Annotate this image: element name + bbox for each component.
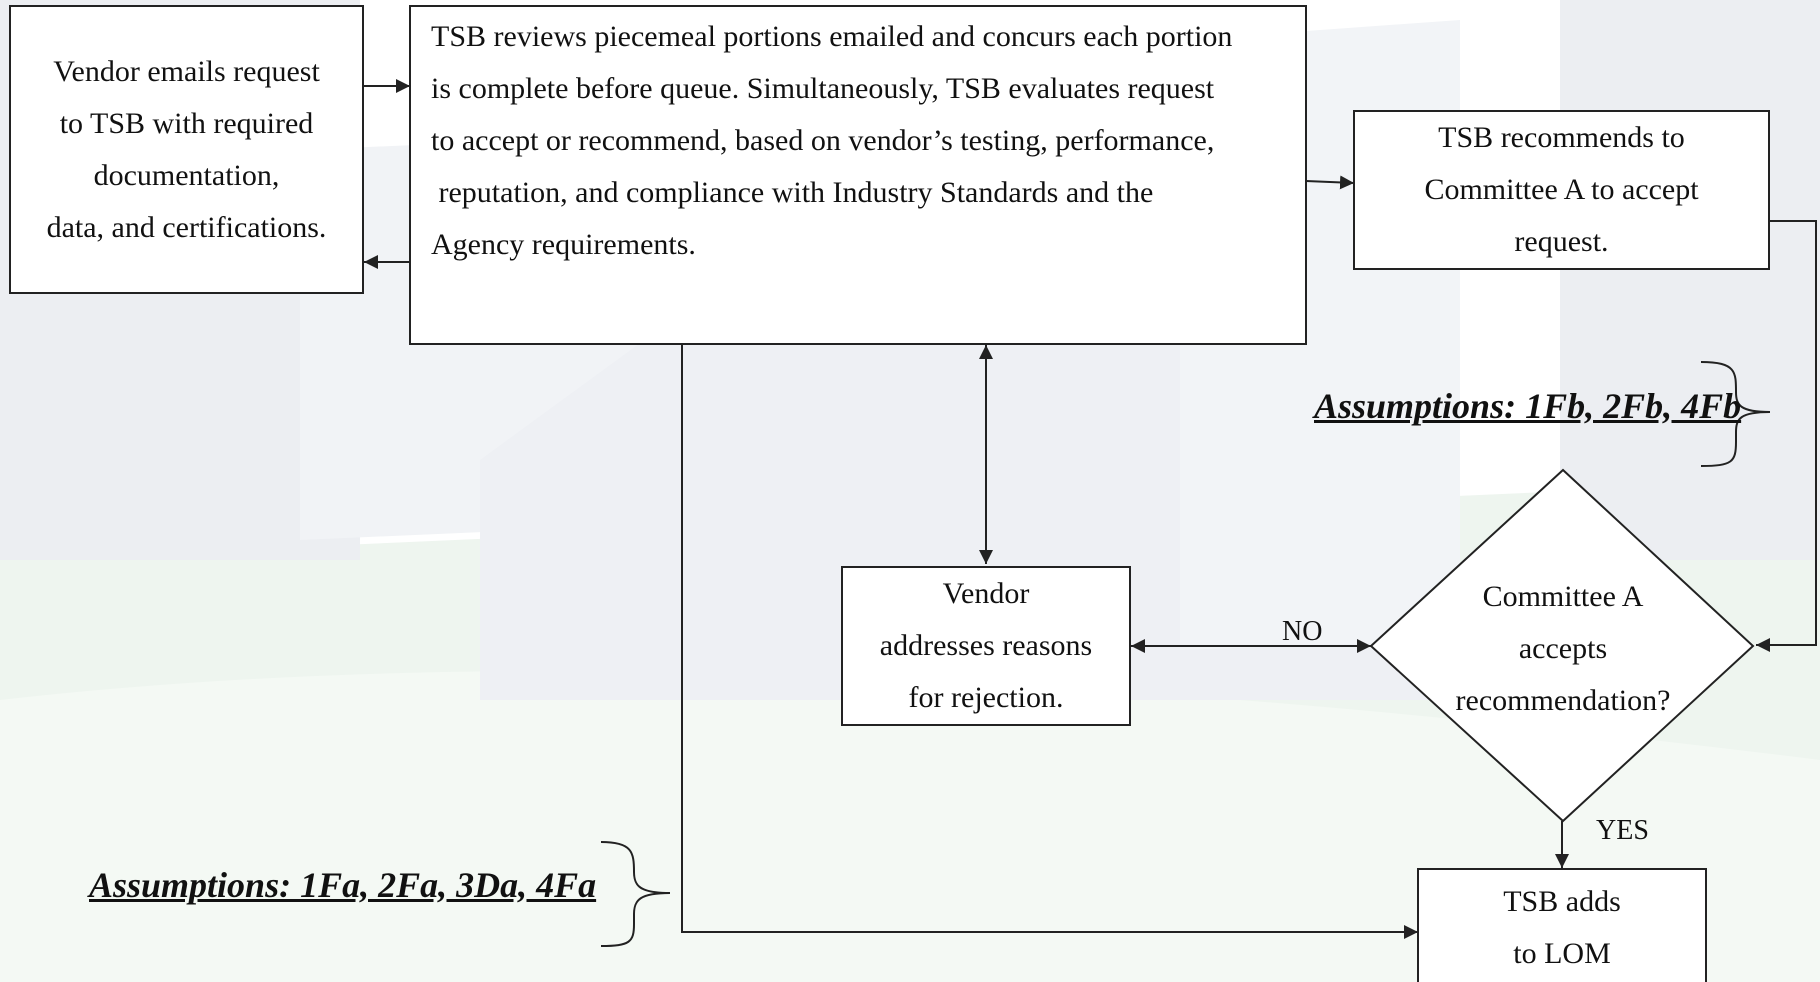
committee-decision-label: Committee A accepts recommendation? bbox=[1413, 571, 1713, 727]
tsb-review-line-5: Agency requirements. bbox=[431, 228, 696, 261]
assumptions-lower: Assumptions: 1Fa, 2Fa, 3Da, 4Fa bbox=[89, 865, 597, 905]
tsb-review-line-4: reputation, and compliance with Industry… bbox=[431, 176, 1154, 209]
brace-upper bbox=[1700, 361, 1771, 467]
tsb-review-line-1: TSB reviews piecemeal portions emailed a… bbox=[431, 20, 1233, 53]
tsb-recommends-line-1: TSB recommends to bbox=[1438, 121, 1685, 154]
arrow-recommends-to-decision bbox=[1756, 220, 1817, 652]
vendor-email-line-2: to TSB with required bbox=[59, 106, 314, 140]
tsb-review-box: TSB reviews piecemeal portions emailed a… bbox=[409, 5, 1307, 345]
arrow-review-to-lom bbox=[681, 342, 1418, 939]
tsb-adds-box: TSB adds to LOM bbox=[1417, 868, 1707, 982]
yes-label: YES bbox=[1596, 815, 1649, 846]
tsb-adds-line-1: TSB adds bbox=[1503, 885, 1621, 918]
vendor-addresses-line-2: addresses reasons bbox=[879, 629, 1093, 662]
no-label: NO bbox=[1282, 616, 1323, 647]
assumptions-upper: Assumptions: 1Fb, 2Fb, 4Fb bbox=[1314, 386, 1742, 426]
vendor-addresses-box: Vendor addresses reasons for rejection. bbox=[841, 566, 1131, 726]
decision-line-3: recommendation? bbox=[1455, 684, 1671, 717]
arrow-review-to-recommends bbox=[1305, 175, 1355, 190]
decision-line-2: accepts bbox=[1518, 632, 1608, 665]
vendor-email-line-4: data, and certifications. bbox=[46, 210, 327, 244]
tsb-review-line-3: to accept or recommend, based on vendor’… bbox=[431, 124, 1215, 157]
tsb-adds-line-2: to LOM bbox=[1513, 937, 1611, 970]
tsb-review-line-2: is complete before queue. Simultaneously… bbox=[431, 72, 1215, 105]
decision-diamond bbox=[1369, 468, 1755, 823]
vendor-addresses-line-3: for rejection. bbox=[908, 681, 1064, 714]
vendor-email-line-1: Vendor emails request bbox=[53, 54, 320, 88]
tsb-recommends-line-2: Committee A to accept bbox=[1424, 173, 1699, 206]
brace-lower bbox=[600, 841, 671, 947]
tsb-recommends-line-3: request. bbox=[1514, 225, 1609, 258]
decision-line-1: Committee A bbox=[1482, 580, 1644, 613]
tsb-recommends-box: TSB recommends to Committee A to accept … bbox=[1353, 110, 1770, 270]
vendor-email-box: Vendor emails request to TSB with requir… bbox=[9, 5, 364, 294]
vendor-email-line-3: documentation, bbox=[93, 158, 280, 192]
vendor-addresses-line-1: Vendor bbox=[942, 577, 1030, 610]
